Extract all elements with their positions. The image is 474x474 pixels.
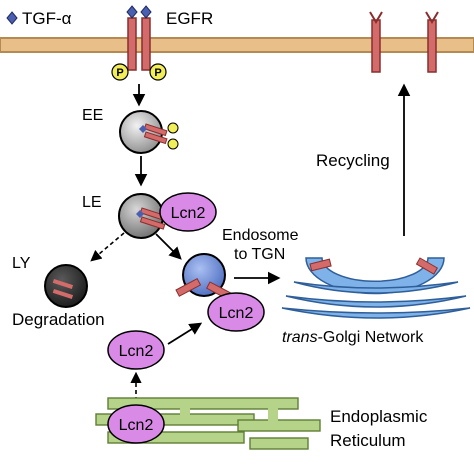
ligand-icon: [126, 5, 138, 19]
recycling-label: Recycling: [316, 151, 390, 170]
ligand-icon: [140, 5, 152, 19]
phospho-label: P: [116, 67, 123, 79]
endosome-to-tgn-label-line1: Endosome: [222, 227, 299, 244]
egfr-receptor-surface: [126, 5, 152, 71]
phospho-icon: P: [111, 63, 129, 81]
recycled-receptor: [369, 11, 439, 73]
receptor-label: EGFR: [166, 9, 213, 28]
lcn2-badge: Lcn2: [107, 404, 165, 444]
endosome-to-tgn-label-line2: to TGN: [234, 246, 285, 263]
transport-vesicle: [175, 253, 232, 301]
lysosome-label: LY: [12, 255, 31, 272]
plasma-membrane: [0, 37, 474, 53]
tgn-label-rest: -Golgi Network: [318, 329, 425, 346]
phospho-label: P: [154, 67, 161, 79]
lcn2-label: Lcn2: [119, 417, 154, 434]
tgn-label-italic: trans: [282, 329, 318, 346]
lcn2-label: Lcn2: [171, 205, 206, 222]
tgn-label: trans-Golgi Network: [282, 329, 424, 346]
arrow-le-to-ly: [90, 232, 125, 262]
early-endosome: [119, 110, 179, 154]
ligand-legend-icon: [6, 11, 18, 25]
lcn2-badge: Lcn2: [207, 292, 265, 332]
degradation-label: Degradation: [12, 310, 105, 329]
arrow-le-to-vesicle: [155, 233, 182, 260]
late-endosome-label: LE: [82, 194, 102, 211]
endoplasmic-reticulum: [95, 397, 321, 450]
er-label-line1: Endoplasmic: [330, 407, 428, 426]
trans-golgi-network: [281, 257, 471, 319]
ligand-label: TGF-α: [22, 9, 72, 28]
lcn2-badge: Lcn2: [107, 330, 165, 370]
er-label-line2: Reticulum: [330, 431, 406, 450]
lysosome: [44, 264, 88, 308]
lcn2-label: Lcn2: [219, 305, 254, 322]
lcn2-badge: Lcn2: [159, 192, 217, 232]
lcn2-label: Lcn2: [119, 343, 154, 360]
arrow-lcn2-to-tgn: [167, 322, 203, 345]
early-endosome-label: EE: [82, 107, 103, 124]
late-endosome: [118, 193, 166, 239]
phospho-icon: P: [149, 63, 167, 81]
